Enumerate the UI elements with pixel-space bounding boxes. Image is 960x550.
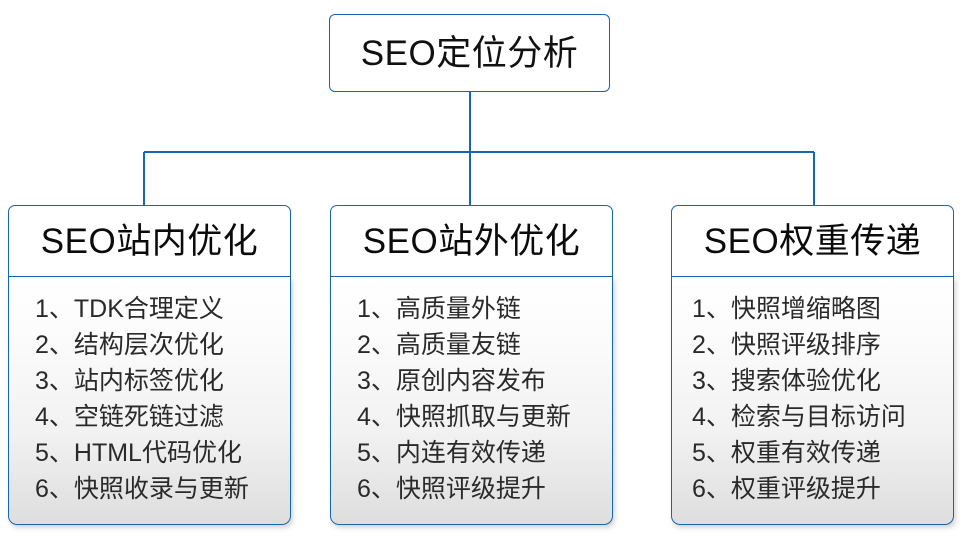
list-item: 2、快照评级排序: [692, 331, 881, 359]
list-item: 6、权重评级提升: [692, 475, 881, 503]
list-item: 5、内连有效传递: [357, 439, 546, 467]
list-item: 4、快照抓取与更新: [357, 403, 571, 431]
branch-body-3: 1、快照增缩略图 2、快照评级排序 3、搜索体验优化 4、检索与目标访问 5、权…: [671, 277, 954, 525]
list-item: 3、站内标签优化: [35, 367, 224, 395]
list-item: 5、HTML代码优化: [35, 439, 242, 467]
list-item: 1、快照增缩略图: [692, 295, 881, 323]
root-node[interactable]: SEO定位分析: [329, 14, 610, 92]
list-item: 2、结构层次优化: [35, 331, 224, 359]
list-item: 5、权重有效传递: [692, 439, 881, 467]
branch-header-label-2: SEO站外优化: [362, 221, 581, 261]
branch-body-2: 1、高质量外链 2、高质量友链 3、原创内容发布 4、快照抓取与更新 5、内连有…: [330, 277, 613, 525]
branch-header-3[interactable]: SEO权重传递: [671, 205, 954, 277]
list-item: 6、快照收录与更新: [35, 475, 249, 503]
branch-item-list-3: 1、快照增缩略图 2、快照评级排序 3、搜索体验优化 4、检索与目标访问 5、权…: [672, 291, 953, 507]
branch-item-list-2: 1、高质量外链 2、高质量友链 3、原创内容发布 4、快照抓取与更新 5、内连有…: [331, 291, 612, 507]
list-item: 6、快照评级提升: [357, 475, 546, 503]
branch-body-1: 1、TDK合理定义 2、结构层次优化 3、站内标签优化 4、空链死链过滤 5、H…: [8, 277, 291, 525]
branch-column-2: SEO站外优化 1、高质量外链 2、高质量友链 3、原创内容发布 4、快照抓取与…: [330, 205, 613, 525]
branch-column-1: SEO站内优化 1、TDK合理定义 2、结构层次优化 3、站内标签优化 4、空链…: [8, 205, 291, 525]
branch-column-3: SEO权重传递 1、快照增缩略图 2、快照评级排序 3、搜索体验优化 4、检索与…: [671, 205, 954, 525]
list-item: 1、高质量外链: [357, 295, 521, 323]
branch-header-2[interactable]: SEO站外优化: [330, 205, 613, 277]
list-item: 1、TDK合理定义: [35, 295, 224, 323]
list-item: 3、原创内容发布: [357, 367, 546, 395]
branch-header-1[interactable]: SEO站内优化: [8, 205, 291, 277]
list-item: 4、空链死链过滤: [35, 403, 224, 431]
list-item: 2、高质量友链: [357, 331, 521, 359]
root-node-label: SEO定位分析: [360, 33, 579, 73]
branch-header-label-1: SEO站内优化: [40, 221, 259, 261]
branch-item-list-1: 1、TDK合理定义 2、结构层次优化 3、站内标签优化 4、空链死链过滤 5、H…: [9, 291, 290, 507]
list-item: 4、检索与目标访问: [692, 403, 906, 431]
branch-header-label-3: SEO权重传递: [703, 221, 922, 261]
list-item: 3、搜索体验优化: [692, 367, 881, 395]
